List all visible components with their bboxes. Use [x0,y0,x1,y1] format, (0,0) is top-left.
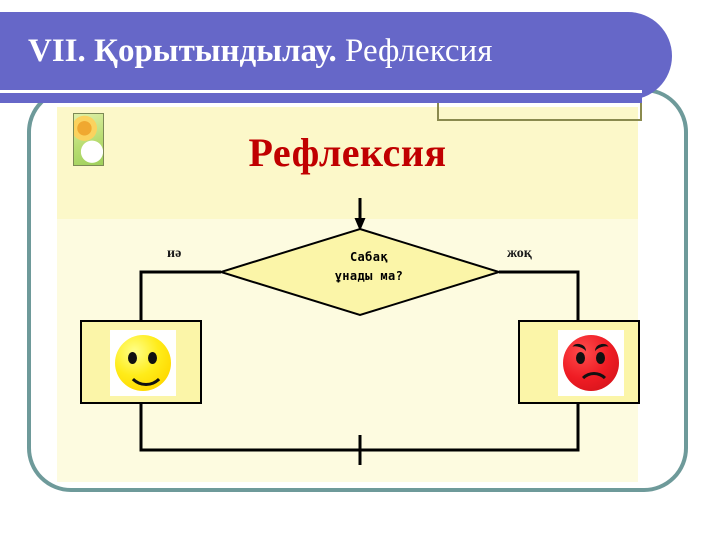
page-title: VII. Қорытындылау. Рефлексия [28,30,492,72]
happy-face-plate [110,330,176,396]
sad-eye-left-icon [576,352,585,364]
page-title-light: Рефлексия [345,33,493,69]
outcome-box-sad [518,320,640,404]
sad-eye-right-icon [596,352,605,364]
decision-question-line2: ұнады ма? [334,269,404,283]
smiley-sad-icon [563,335,619,391]
decision-question-line1: Сабақ [349,250,389,264]
reflection-flowchart: иә жоқ Сабақ ұнады ма? [57,107,640,482]
title-banner [0,12,672,100]
sad-face-plate [558,330,624,396]
branch-label-no: жоқ [507,246,532,261]
entry-arrow-icon [354,198,366,231]
outcome-box-happy [80,320,202,404]
happy-eye-left-icon [128,352,137,364]
content-panel: Рефлексия иә жоқ Сабақ ұнады ма? [57,95,642,482]
happy-mouth-icon [126,361,166,386]
flowchart-connectors [139,198,580,465]
connector-no [499,270,580,320]
decision-diamond [217,227,503,317]
content-panel-top-band [57,107,638,219]
smiley-happy-icon [115,335,171,391]
sad-mouth-icon [577,372,611,392]
branch-label-yes: иә [167,246,182,261]
connector-yes [139,270,221,320]
happy-eye-right-icon [148,352,157,364]
reflection-heading: Рефлексия [248,130,447,175]
title-underline-rule [0,90,642,103]
page-title-strong: VII. Қорытындылау. [28,33,337,69]
flower-decoration-image [73,113,104,166]
decision-question: Сабақ ұнады ма? [304,248,434,286]
